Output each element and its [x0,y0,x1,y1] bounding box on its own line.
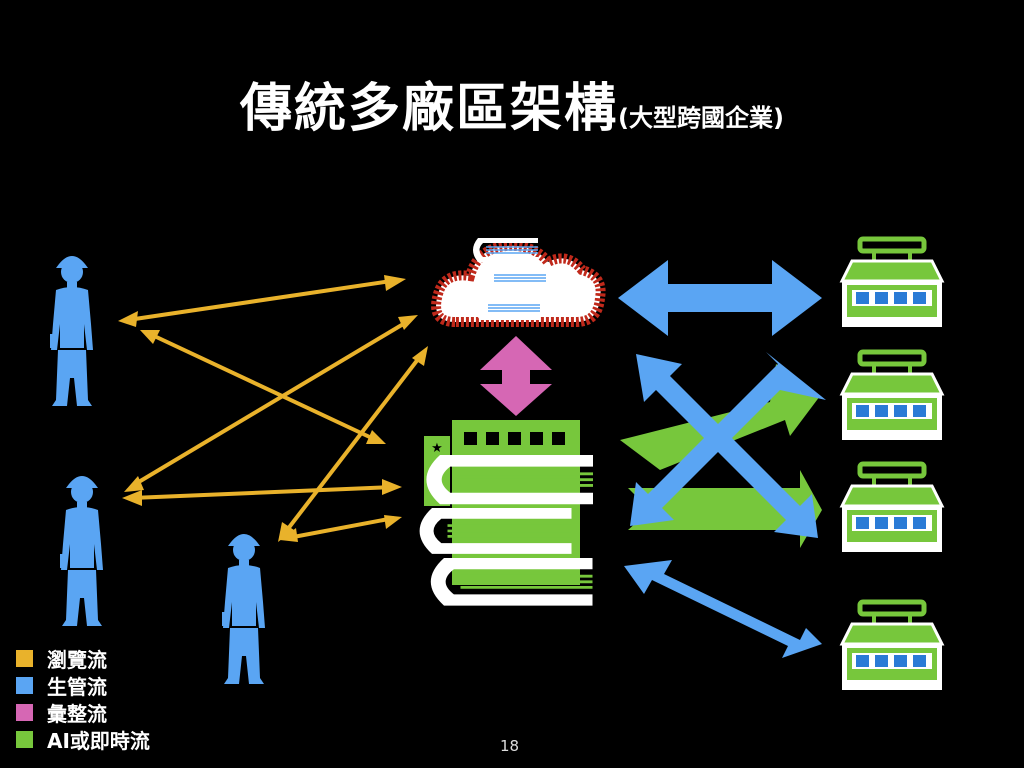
legend-swatch [16,677,33,694]
legend-swatch [16,731,33,748]
title-sub: (大型跨國企業) [618,104,784,132]
factory-icon-4 [842,602,942,690]
page-number: 18 [500,737,520,755]
user-icon-2 [60,476,103,626]
legend-label: 瀏覽流 [47,648,107,672]
factory-icon-1 [842,239,942,327]
browse-flow-arrowheads [118,275,428,542]
legend-item-ai: AI或即時流 [16,726,150,753]
cloud-database-icon [431,237,606,327]
slide-title: 傳統多廠區架構(大型跨國企業) [0,66,1024,141]
legend-swatch [16,704,33,721]
legend-label: 彙整流 [47,702,107,726]
user-icon-3 [222,534,265,684]
aggregation-flow-arrow [480,336,552,416]
title-main: 傳統多廠區架構 [240,79,619,139]
legend-item-aggregate: 彙整流 [16,699,150,726]
factory-icon-3 [842,464,942,552]
user-icon-1 [50,256,93,406]
headquarters-database-icon: ★ ★ ★ [418,420,595,608]
legend-label: 生管流 [47,675,107,699]
production-flow-arrows [618,260,826,658]
svg-text:★: ★ [431,441,443,456]
factory-icon-2 [842,352,942,440]
legend-item-production: 生管流 [16,672,150,699]
legend-label: AI或即時流 [47,729,150,753]
legend-item-browse: 瀏覽流 [16,645,150,672]
legend: 瀏覽流 生管流 彙整流 AI或即時流 [16,645,150,753]
browse-flow-arrows [127,278,424,540]
legend-swatch [16,650,33,667]
